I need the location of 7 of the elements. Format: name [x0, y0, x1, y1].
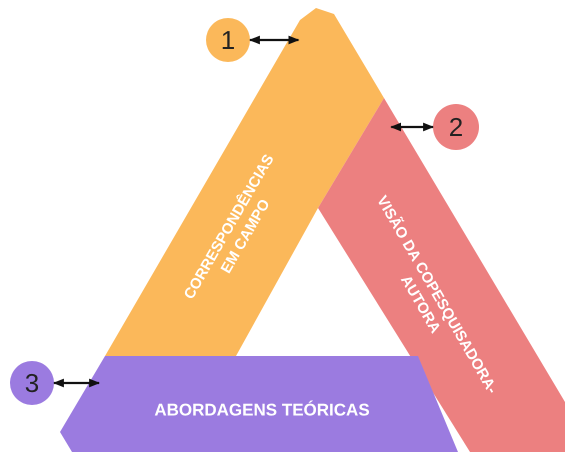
double-arrow	[248, 36, 300, 44]
double-arrow	[390, 122, 434, 132]
band-label: ABORDAGENS TEÓRICAS	[153, 399, 371, 421]
callout-number: 3	[24, 368, 40, 398]
callout-number: 2	[448, 112, 464, 142]
double-arrow	[52, 378, 100, 388]
callout-number: 1	[220, 24, 236, 56]
